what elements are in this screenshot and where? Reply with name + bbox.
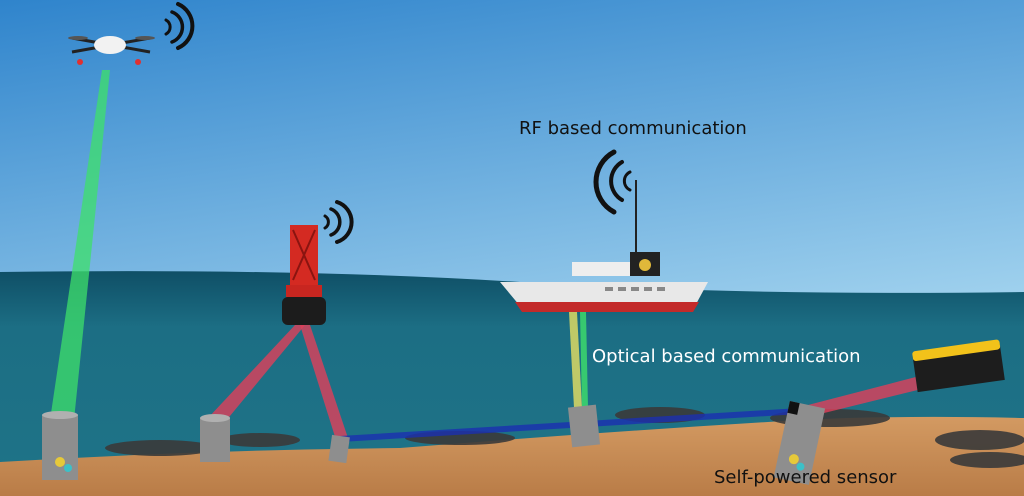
seabed xyxy=(0,416,1024,496)
signal-waves-icon xyxy=(323,200,354,244)
drone-icon xyxy=(68,36,155,65)
green-optical-beam xyxy=(50,70,110,420)
self-powered-sensor-label: Self-powered sensor xyxy=(714,467,897,488)
signal-waves-icon xyxy=(164,2,195,50)
rov-icon xyxy=(912,339,1005,393)
optical-communication-label: Optical based communication xyxy=(592,346,861,367)
buoy-icon xyxy=(282,225,326,325)
sensor-icon xyxy=(773,401,826,485)
sensor-icon xyxy=(42,411,78,480)
sensor-icon xyxy=(567,404,601,448)
red-optical-beam xyxy=(808,372,938,416)
sensor-icon xyxy=(328,434,350,464)
red-optical-beam xyxy=(208,325,305,422)
sensor-icon xyxy=(200,414,230,462)
ship-icon xyxy=(500,180,708,312)
rf-communication-label: RF based communication xyxy=(519,118,747,139)
yellow-optical-beam xyxy=(569,312,582,408)
signal-waves-icon xyxy=(593,149,632,215)
red-optical-beam xyxy=(300,325,348,440)
green-optical-beam xyxy=(580,312,588,408)
